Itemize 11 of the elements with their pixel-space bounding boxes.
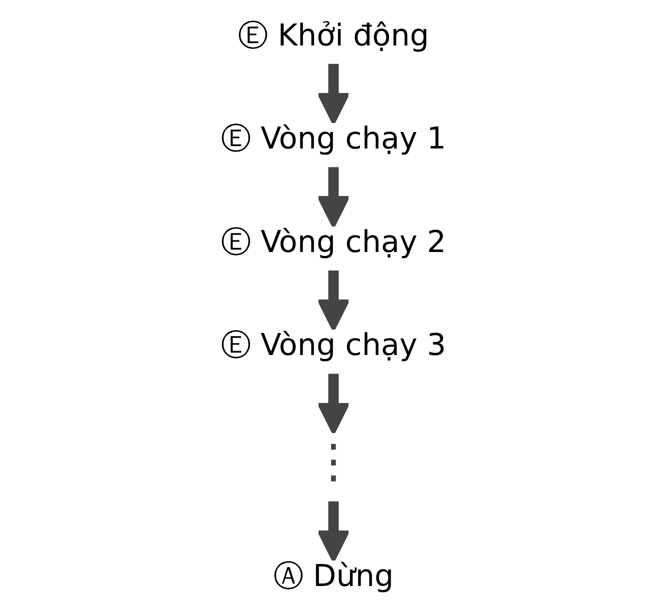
node-text: Ⓔ Khởi động: [238, 18, 430, 54]
arrow: [316, 64, 350, 125]
node-text: Ⓔ Vòng chạy 3: [220, 328, 446, 364]
arrow: [316, 167, 350, 228]
arrow: [316, 501, 350, 562]
node-text: Ⓐ Dừng: [273, 559, 394, 594]
arrow: [316, 374, 350, 434]
node-text: Ⓔ Vòng chạy 1: [220, 122, 446, 157]
arrow: [316, 270, 350, 332]
node-text: ⋮: [310, 435, 357, 489]
node-text: Ⓔ Vòng chạy 2: [220, 225, 446, 260]
